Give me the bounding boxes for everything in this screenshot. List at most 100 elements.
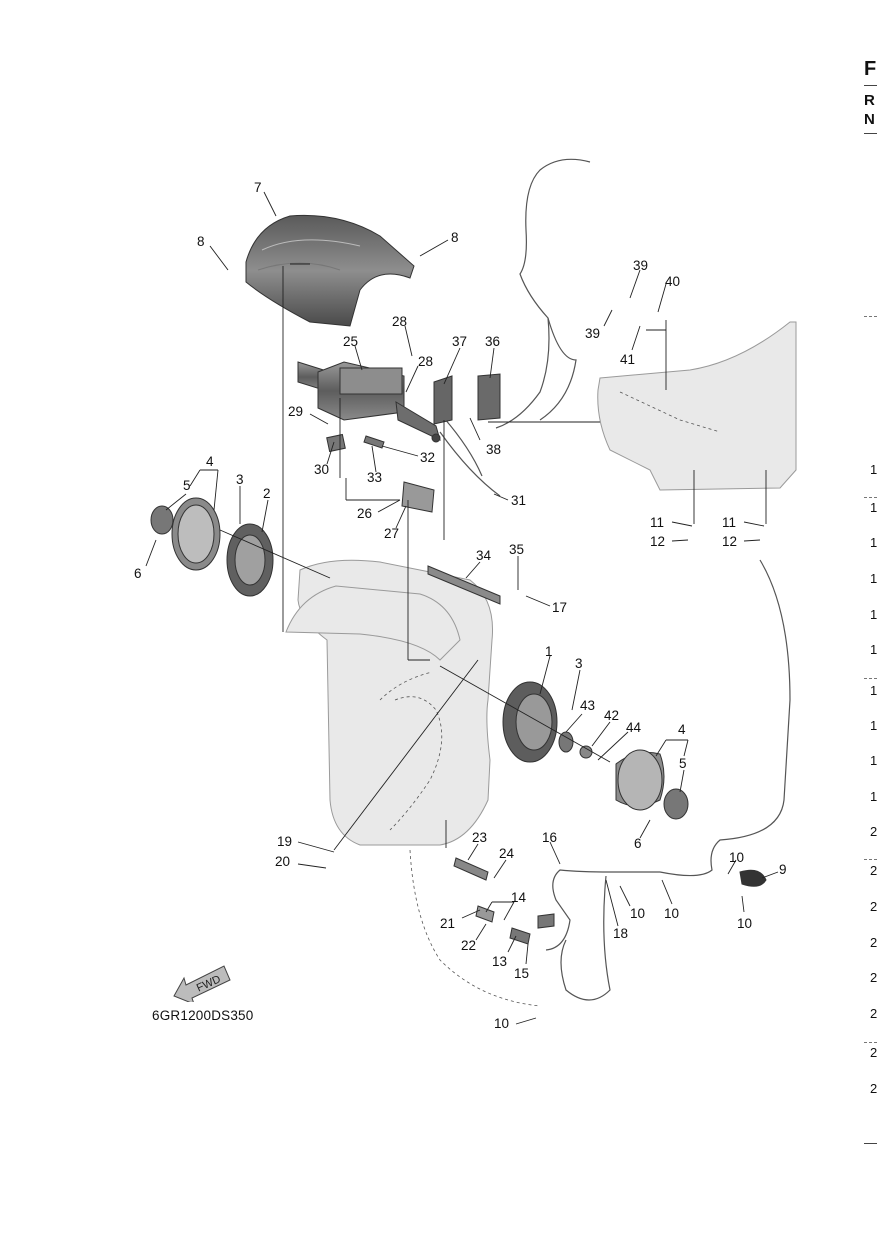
callout-39-left: 39 <box>585 326 600 341</box>
diagram-code: 6GR1200DS350 <box>152 1008 254 1023</box>
edge-index-16: 2 <box>870 1006 877 1021</box>
edge-header-3: N <box>864 111 875 128</box>
callout-12-right: 12 <box>722 534 737 549</box>
edge-rule-1 <box>864 85 877 86</box>
callout-36: 36 <box>485 334 500 349</box>
callout-39-top: 39 <box>633 258 648 273</box>
callout-11-left: 11 <box>650 515 664 530</box>
water-hose <box>545 559 791 951</box>
explode-lines <box>219 263 767 851</box>
callout-28-mid: 28 <box>418 354 433 369</box>
right-hand-hole-cover <box>502 681 689 820</box>
fuel-tank-ghost <box>285 559 494 846</box>
callout-6-left: 6 <box>134 566 142 581</box>
callout-41: 41 <box>620 352 635 367</box>
callout-25: 25 <box>343 334 358 349</box>
callout-8-left: 8 <box>197 234 205 249</box>
edge-index-11: 2 <box>870 824 877 839</box>
callout-34: 34 <box>476 548 492 563</box>
callout-43: 43 <box>580 698 595 713</box>
callout-28-top: 28 <box>392 314 407 329</box>
edge-rule-dash-2 <box>864 497 877 498</box>
callout-31: 31 <box>511 493 526 508</box>
callout-27: 27 <box>384 526 399 541</box>
callout-42: 42 <box>604 708 619 723</box>
callout-7: 7 <box>254 180 262 195</box>
callout-23: 23 <box>472 830 487 845</box>
edge-rule-2 <box>864 133 877 134</box>
edge-index-6: 1 <box>870 642 877 657</box>
edge-rule-3 <box>864 1143 877 1144</box>
callout-32: 32 <box>420 450 435 465</box>
callout-21: 21 <box>440 916 455 931</box>
callout-44: 44 <box>626 720 642 735</box>
edge-index-12: 2 <box>870 863 877 878</box>
edge-index-2: 1 <box>870 500 877 515</box>
callout-1: 1 <box>545 644 553 659</box>
callout-10-e: 10 <box>494 1016 509 1031</box>
edge-index-15: 2 <box>870 970 877 985</box>
edge-rule-dash-1 <box>864 316 877 317</box>
edge-rule-dash-4 <box>864 859 877 860</box>
callout-29: 29 <box>288 404 303 419</box>
water-hose-2 <box>560 875 611 1001</box>
callout-16: 16 <box>542 830 557 845</box>
callout-9: 9 <box>779 862 787 877</box>
hose-elbow <box>739 869 767 887</box>
callout-10-c: 10 <box>729 850 744 865</box>
callout-11-right: 11 <box>722 515 736 530</box>
edge-index-7: 1 <box>870 683 877 698</box>
tank-strap <box>427 565 501 605</box>
callout-38: 38 <box>486 442 501 457</box>
callout-10-d: 10 <box>737 916 752 931</box>
edge-index-5: 1 <box>870 607 877 622</box>
edge-index-4: 1 <box>870 571 877 586</box>
callout-8-right: 8 <box>451 230 459 245</box>
tank-drain-dashed <box>409 849 541 1007</box>
edge-index-3: 1 <box>870 535 877 550</box>
callout-18: 18 <box>613 926 628 941</box>
callout-33: 33 <box>367 470 382 485</box>
callout-10-b: 10 <box>664 906 679 921</box>
hull-ghost <box>597 321 797 491</box>
edge-index-1: 1 <box>870 462 877 477</box>
fwd-label: FWD <box>195 973 223 994</box>
edge-header-2: R <box>864 92 875 109</box>
callout-35: 35 <box>509 542 524 557</box>
callout-3-right: 3 <box>575 656 583 671</box>
callout-19: 19 <box>277 834 292 849</box>
callout-24: 24 <box>499 846 515 861</box>
edge-rule-dash-5 <box>864 1042 877 1043</box>
edge-index-14: 2 <box>870 935 877 950</box>
callout-15: 15 <box>514 966 529 981</box>
fuel-hose-2 <box>443 417 483 477</box>
callout-5-left: 5 <box>183 478 191 493</box>
fuel-hose <box>439 431 501 497</box>
callout-6-right: 6 <box>634 836 642 851</box>
edge-index-10: 1 <box>870 789 877 804</box>
drain-fittings <box>453 857 555 945</box>
callout-13: 13 <box>492 954 507 969</box>
edge-index-13: 2 <box>870 899 877 914</box>
fuel-pump-assembly <box>297 361 441 453</box>
callout-17: 17 <box>552 600 567 615</box>
callout-4-left: 4 <box>206 454 214 469</box>
callout-2: 2 <box>263 486 271 501</box>
edge-index-17: 2 <box>870 1045 877 1060</box>
edge-header-top: F <box>864 58 877 80</box>
edge-rule-dash-3 <box>864 678 877 679</box>
breather-hose-branch <box>539 317 577 421</box>
callout-40: 40 <box>665 274 680 289</box>
tank-cover <box>245 214 415 327</box>
callout-30: 30 <box>314 462 329 477</box>
left-hand-hole-cover <box>150 497 274 597</box>
hose-brackets <box>433 373 501 425</box>
edge-index-8: 1 <box>870 718 877 733</box>
callout-22: 22 <box>461 938 476 953</box>
breather-hose <box>495 158 591 429</box>
callout-20: 20 <box>275 854 290 869</box>
callout-37: 37 <box>452 334 467 349</box>
callout-3-left: 3 <box>236 472 244 487</box>
callout-14: 14 <box>511 890 527 905</box>
